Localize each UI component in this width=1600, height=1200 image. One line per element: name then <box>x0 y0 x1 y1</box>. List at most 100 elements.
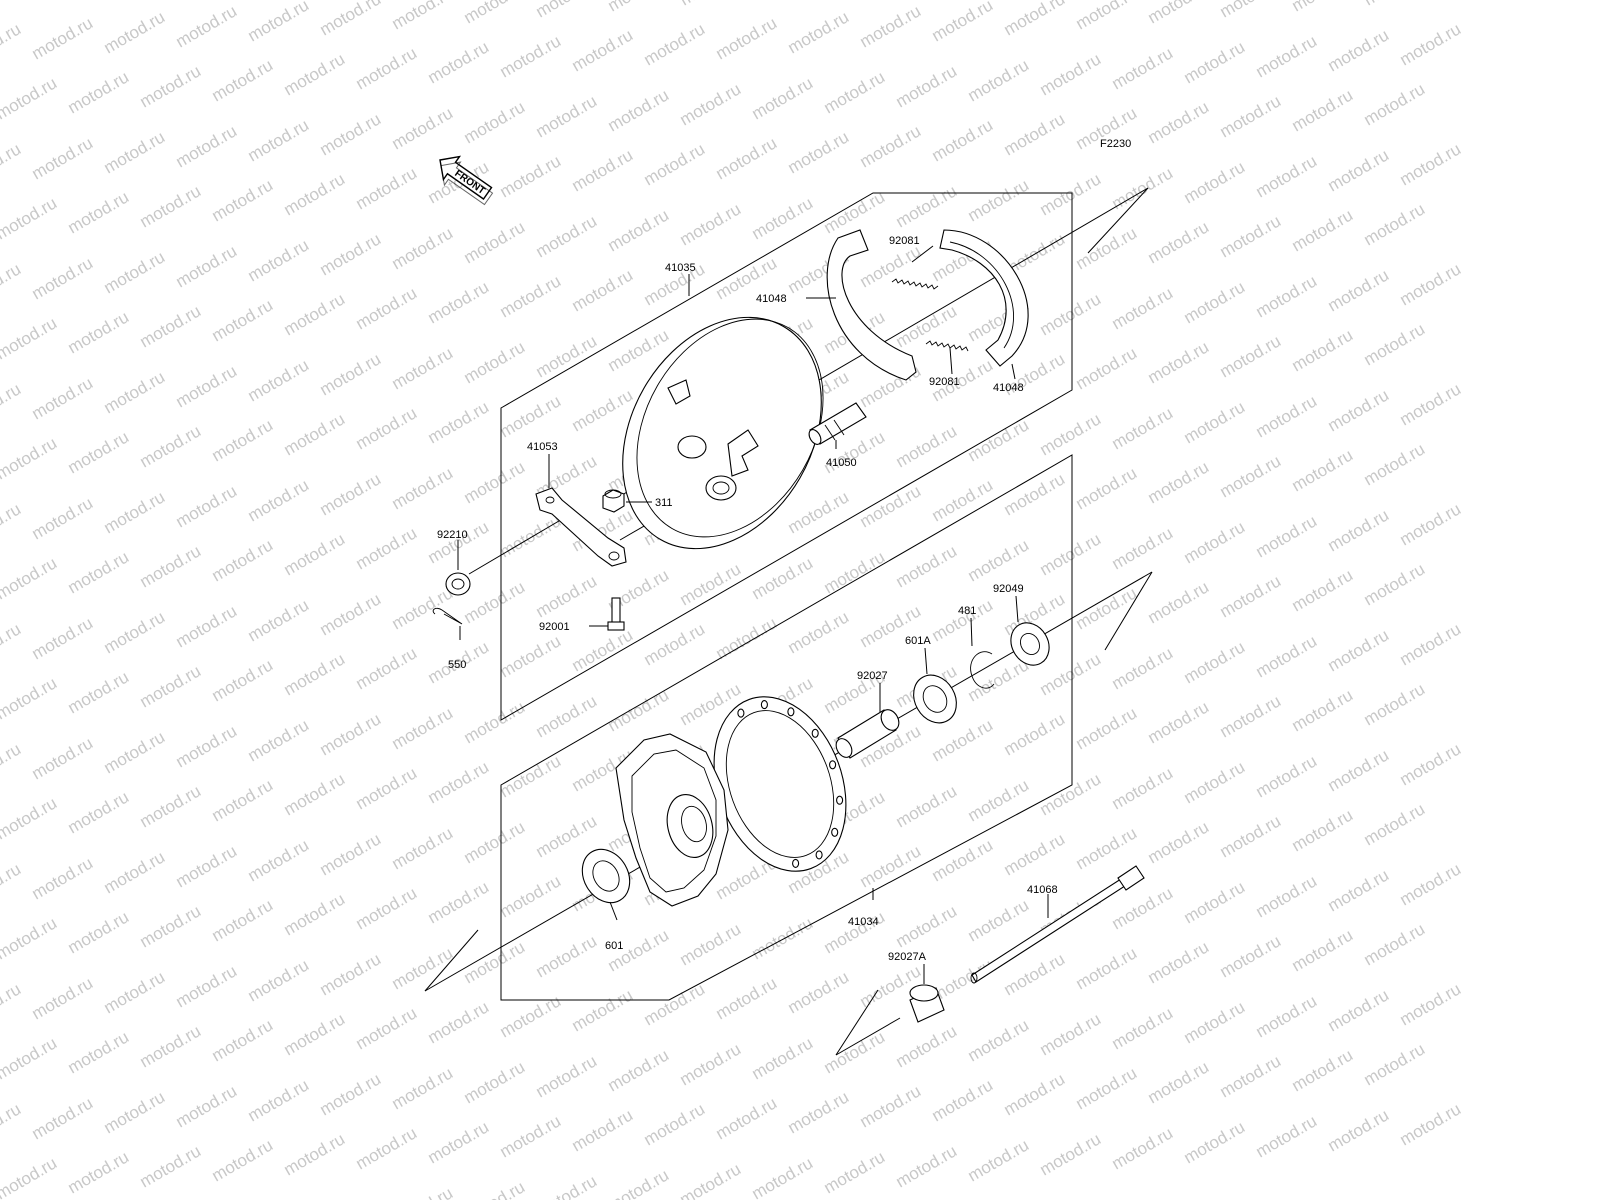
castle-nut <box>445 572 471 596</box>
watermark-text: motod.ru <box>641 619 709 669</box>
watermark-text: motod.ru <box>1325 265 1393 315</box>
hub-spacer <box>835 709 900 759</box>
watermark-text: motod.ru <box>281 529 349 579</box>
watermark-text: motod.ru <box>1217 571 1285 621</box>
watermark-text: motod.ru <box>1361 0 1429 9</box>
watermark-text: motod.ru <box>1217 931 1285 981</box>
watermark-text: motod.ru <box>29 493 97 543</box>
watermark-text: motod.ru <box>1181 157 1249 207</box>
watermark-text: motod.ru <box>893 61 961 111</box>
watermark-text: motod.ru <box>677 559 745 609</box>
watermark-text: motod.ru <box>1217 211 1285 261</box>
watermark-text: motod.ru <box>1145 817 1213 867</box>
watermark-text: motod.ru <box>65 907 133 957</box>
brake-panel <box>622 316 824 550</box>
watermark-text: motod.ru <box>1073 223 1141 273</box>
watermark-text: motod.ru <box>893 181 961 231</box>
brake-shoe-right <box>939 229 1029 367</box>
part-label-550: 550 <box>448 659 466 671</box>
watermark-text: motod.ru <box>1253 631 1321 681</box>
watermark-text: motod.ru <box>1073 703 1141 753</box>
watermark-text: motod.ru <box>1289 565 1357 615</box>
watermark-text: motod.ru <box>893 901 961 951</box>
watermark-text: motod.ru <box>749 73 817 123</box>
watermark-text: motod.ru <box>713 133 781 183</box>
watermark-text: motod.ru <box>65 1147 133 1197</box>
watermark-text: motod.ru <box>461 337 529 387</box>
watermark-text: motod.ru <box>1217 451 1285 501</box>
watermark-text: motod.ru <box>173 721 241 771</box>
watermark-text: motod.ru <box>1325 505 1393 555</box>
watermark-text: motod.ru <box>317 0 385 39</box>
spoke-hole <box>836 795 844 805</box>
watermark-text: motod.ru <box>677 919 745 969</box>
watermark-text: motod.ru <box>1397 739 1465 789</box>
watermark-text: motod.ru <box>1361 919 1429 969</box>
watermark-text: motod.ru <box>785 967 853 1017</box>
watermark-text: motod.ru <box>533 1051 601 1101</box>
watermark-text: motod.ru <box>1181 997 1249 1047</box>
watermark-text: motod.ru <box>569 1105 637 1155</box>
hub-group-frame <box>500 454 1073 1001</box>
watermark-text: motod.ru <box>0 859 24 909</box>
watermark-text: motod.ru <box>137 661 205 711</box>
watermark-text: motod.ru <box>209 295 277 345</box>
part-label-92001: 92001 <box>539 621 570 633</box>
watermark-text: motod.ru <box>1037 169 1105 219</box>
watermark-text: motod.ru <box>1289 925 1357 975</box>
watermark-text: motod.ru <box>1145 577 1213 627</box>
watermark-text: motod.ru <box>497 31 565 81</box>
watermark-text: motod.ru <box>101 727 169 777</box>
watermark-text: motod.ru <box>1253 391 1321 441</box>
watermark-text: motod.ru <box>0 979 24 1029</box>
watermark-text: motod.ru <box>173 1081 241 1131</box>
part-label-41048-right: 41048 <box>993 382 1024 394</box>
watermark-text: motod.ru <box>641 979 709 1029</box>
watermark-text: motod.ru <box>1037 409 1105 459</box>
watermark-text: motod.ru <box>0 793 60 843</box>
watermark-text: motod.ru <box>0 1099 24 1149</box>
watermark-text: motod.ru <box>677 199 745 249</box>
watermark-text: motod.ru <box>893 1141 961 1191</box>
watermark-text: motod.ru <box>353 283 421 333</box>
watermark-text: motod.ru <box>1073 943 1141 993</box>
watermark-text: motod.ru <box>1325 145 1393 195</box>
watermark-text: motod.ru <box>0 499 24 549</box>
watermark-text: motod.ru <box>137 541 205 591</box>
watermark-text: motod.ru <box>929 1075 997 1125</box>
watermark-text: motod.ru <box>281 289 349 339</box>
watermark-text: motod.ru <box>29 853 97 903</box>
watermark-text: motod.ru <box>1145 97 1213 147</box>
watermark-text: motod.ru <box>0 433 60 483</box>
watermark-text: motod.ru <box>0 1033 60 1083</box>
watermark-text: motod.ru <box>1397 859 1465 909</box>
watermark-text: motod.ru <box>677 79 745 129</box>
watermark-text: motod.ru <box>245 115 313 165</box>
watermark-text: motod.ru <box>1289 85 1357 135</box>
part-label-41034: 41034 <box>848 916 879 928</box>
watermark-text: motod.ru <box>1217 0 1285 21</box>
watermark-text: motod.ru <box>893 421 961 471</box>
watermark-text: motod.ru <box>893 541 961 591</box>
watermark-text: motod.ru <box>137 781 205 831</box>
watermark-text: motod.ru <box>1397 259 1465 309</box>
part-label-601A: 601A <box>905 635 931 647</box>
watermark-text: motod.ru <box>1109 523 1177 573</box>
watermark-text: motod.ru <box>137 1021 205 1071</box>
watermark-text: motod.ru <box>101 847 169 897</box>
watermark-text: motod.ru <box>749 553 817 603</box>
watermark-text: motod.ru <box>425 757 493 807</box>
watermark-text: motod.ru <box>1253 31 1321 81</box>
watermark-text: motod.ru <box>461 457 529 507</box>
watermark-text: motod.ru <box>497 511 565 561</box>
watermark-text: motod.ru <box>461 577 529 627</box>
watermark-text: motod.ru <box>173 601 241 651</box>
watermark-text: motod.ru <box>569 385 637 435</box>
watermark-text: motod.ru <box>713 613 781 663</box>
watermark-text: motod.ru <box>785 1087 853 1137</box>
watermark-text: motod.ru <box>425 37 493 87</box>
watermark-text: motod.ru <box>1109 643 1177 693</box>
watermark-text: motod.ru <box>1397 979 1465 1029</box>
circlip <box>970 651 995 689</box>
watermark-text: motod.ru <box>281 409 349 459</box>
